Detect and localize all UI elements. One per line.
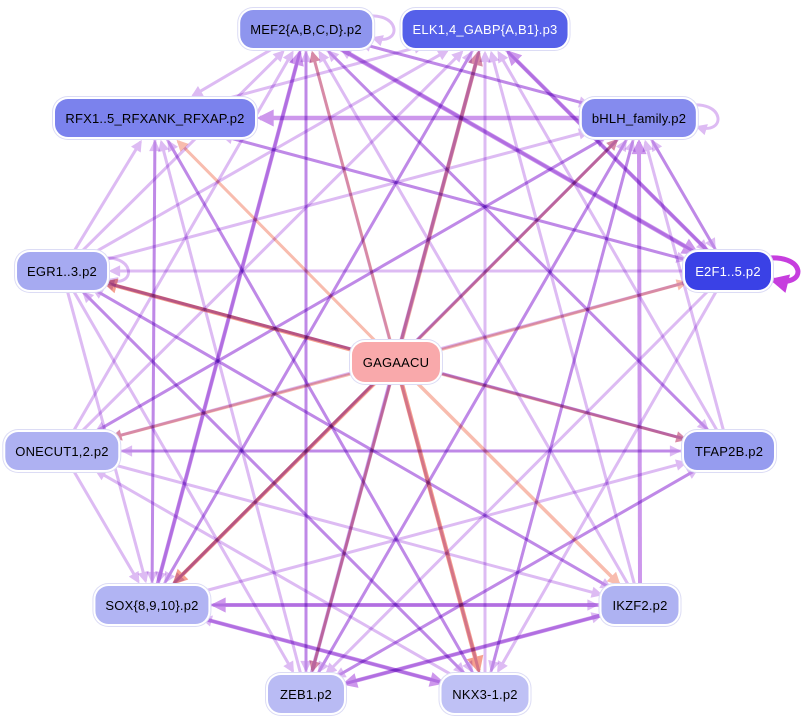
edge-egr-elk1 xyxy=(89,49,450,256)
edge-rfx-nkx3 xyxy=(165,138,474,673)
edge-onecut-sox xyxy=(72,470,140,584)
node-label-elk1: ELK1,4_GABP{A,B1}.p3 xyxy=(412,21,558,37)
node-nkx3[interactable]: NKX3-1.p2 xyxy=(441,675,529,713)
node-label-sox: SOX{8,9,10}.p2 xyxy=(105,597,199,613)
edge-bhlh-nkx3 xyxy=(488,138,635,673)
node-mef2[interactable]: MEF2{A,B,C,D}.p2 xyxy=(240,10,372,48)
node-onecut[interactable]: ONECUT1,2.p2 xyxy=(5,432,119,470)
node-ikzf2[interactable]: IKZF2.p2 xyxy=(601,586,679,624)
edge-mef2-e2f xyxy=(337,45,700,255)
node-elk1[interactable]: ELK1,4_GABP{A,B1}.p3 xyxy=(402,10,568,48)
edge-ikzf2-bhlh xyxy=(631,138,647,585)
edge-rfx-elk1 xyxy=(216,42,426,103)
node-bhlh[interactable]: bHLH_family.p2 xyxy=(581,99,697,137)
node-e2f[interactable]: E2F1..5.p2 xyxy=(685,252,771,290)
edge-tfap2b-elk1 xyxy=(497,50,719,432)
edge-self-egr xyxy=(95,256,130,289)
node-label-bhlh: bHLH_family.p2 xyxy=(591,110,687,126)
edge-gag-nkx3 xyxy=(399,383,484,674)
edge-egr-rfx xyxy=(73,139,142,252)
edge-gag-tfap2b xyxy=(435,371,688,443)
node-label-ikzf2: IKZF2.p2 xyxy=(612,597,668,613)
node-label-rfx: RFX1..5_RFXANK_RFXAP.p2 xyxy=(65,110,245,126)
node-label-mef2: MEF2{A,B,C,D}.p2 xyxy=(250,21,362,37)
node-label-e2f: E2F1..5.p2 xyxy=(695,263,761,279)
edge-self-bhlh xyxy=(685,103,720,136)
edge-onecut-elk1 xyxy=(80,50,464,433)
edge-gag-elk1 xyxy=(399,49,483,341)
edge-rfx-sox xyxy=(146,138,158,584)
edge-self-e2f xyxy=(760,255,801,293)
node-tfap2b[interactable]: TFAP2B.p2 xyxy=(684,432,774,470)
edge-bhlh-e2f xyxy=(649,137,716,250)
edge-e2f-elk1 xyxy=(506,49,711,254)
edge-gag-zeb1 xyxy=(309,383,392,673)
edge-onecut-mef2 xyxy=(72,50,294,432)
node-label-egr: EGR1..3.p2 xyxy=(27,263,97,279)
edge-gag-ikzf2 xyxy=(414,380,621,586)
node-zeb1[interactable]: ZEB1.p2 xyxy=(268,675,344,713)
edge-bhlh-zeb1 xyxy=(317,137,629,674)
edge-ikzf2-mef2 xyxy=(318,50,630,586)
edge-ikzf2-elk1 xyxy=(488,50,636,585)
edge-gag-sox xyxy=(172,380,378,585)
node-label-zeb1: ZEB1.p2 xyxy=(280,686,332,702)
edge-gag-rfx xyxy=(176,139,378,344)
node-label-nkx3: NKX3-1.p2 xyxy=(452,686,518,702)
edge-self-mef2 xyxy=(361,14,396,47)
edge-gag-onecut xyxy=(110,371,357,441)
edge-gag-mef2 xyxy=(309,50,392,341)
node-gag[interactable]: GAGAACU xyxy=(352,342,440,382)
edge-sox-mef2 xyxy=(155,49,304,585)
edge-zeb1-rfx xyxy=(158,139,302,674)
edge-e2f-nkx3 xyxy=(496,290,718,673)
edge-bhlh-onecut xyxy=(94,134,609,433)
node-label-onecut: ONECUT1,2.p2 xyxy=(15,443,109,459)
edge-sox-nkx3 xyxy=(198,615,446,687)
edge-nkx3-onecut xyxy=(94,469,458,679)
node-rfx[interactable]: RFX1..5_RFXANK_RFXAP.p2 xyxy=(55,99,255,137)
edge-gag-e2f xyxy=(435,279,689,353)
edge-gag-bhlh xyxy=(414,138,619,344)
node-sox[interactable]: SOX{8,9,10}.p2 xyxy=(95,586,209,624)
edge-mef2-rfx xyxy=(191,46,276,97)
node-label-gag: GAGAACU xyxy=(362,354,430,370)
edge-egr-ikzf2 xyxy=(89,286,612,589)
node-label-tfap2b: TFAP2B.p2 xyxy=(694,443,764,459)
edge-gag-egr xyxy=(101,278,357,354)
node-egr[interactable]: EGR1..3.p2 xyxy=(17,252,107,290)
edge-egr-bhlh xyxy=(101,128,591,262)
edge-egr-nkx3 xyxy=(80,289,466,675)
